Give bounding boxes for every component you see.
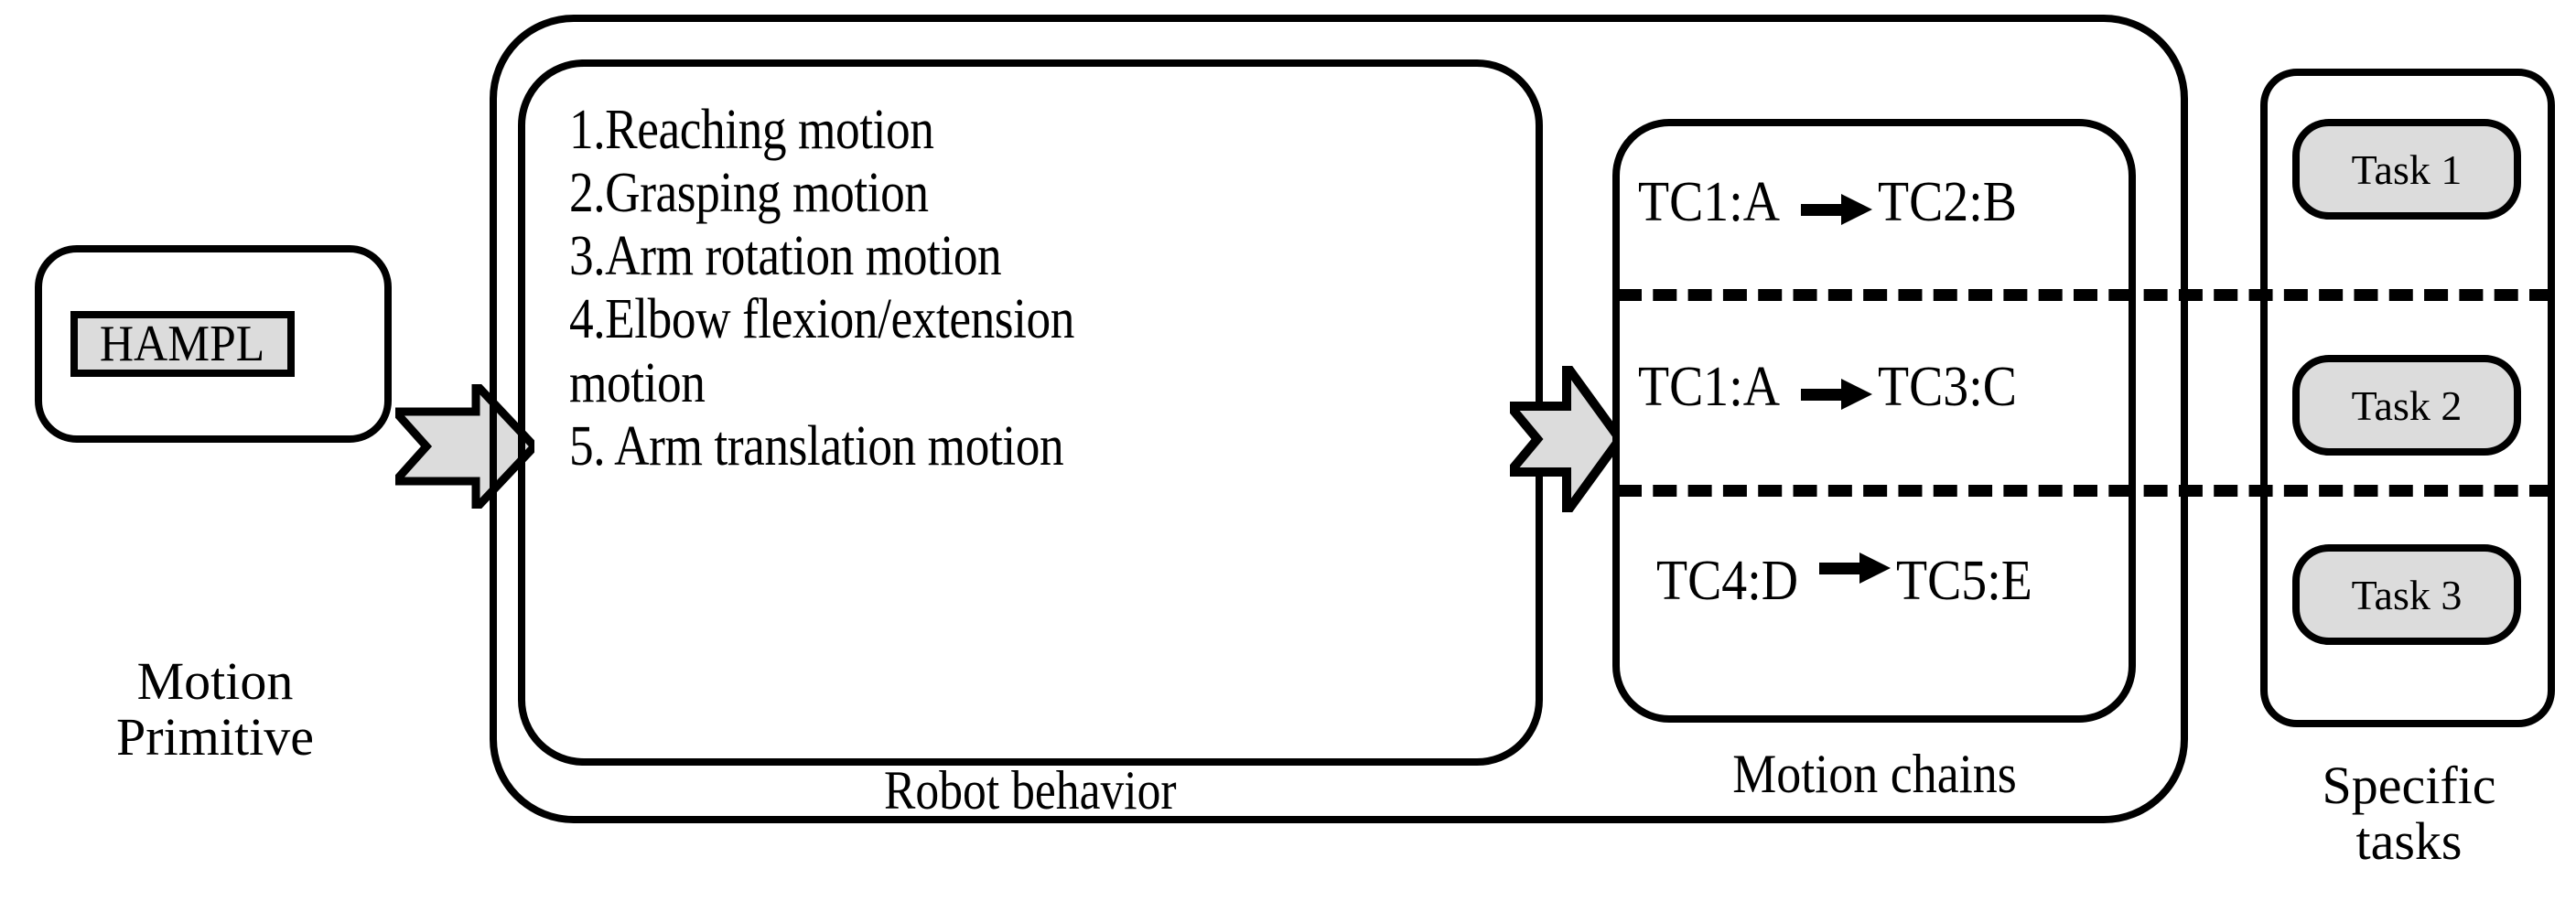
task-chip-1[interactable]: Task 1: [2292, 119, 2521, 220]
motion-primitive-box: [35, 245, 392, 443]
task-chip-label: Task 2: [2351, 381, 2463, 429]
dashed-separator-1: [1618, 289, 2553, 301]
robot-behavior-outer-box: [490, 15, 2188, 823]
robot-behavior-caption-text: Robot behavior: [884, 760, 1177, 821]
specific-tasks-caption-line2: tasks: [2355, 811, 2463, 872]
motion-primitive-caption: Motion Primitive: [0, 653, 430, 766]
list-item: motion: [569, 351, 706, 414]
list-item: 4.Elbow flexion/extension: [569, 288, 1074, 351]
list-item: 2.Grasping motion: [569, 162, 929, 225]
motion-primitive-caption-line2: Primitive: [116, 707, 314, 767]
motion-chain-from: TC1:A: [1638, 171, 1781, 233]
robot-behavior-list: 1.Reaching motion 2.Grasping motion 3.Ar…: [569, 99, 1539, 478]
list-item: 3.Arm rotation motion: [569, 225, 1002, 288]
hampl-chip-label: HAMPL: [100, 316, 265, 372]
list-item: 5. Arm translation motion: [569, 414, 1064, 477]
motion-chains-box: [1612, 119, 2136, 723]
motion-chain-row: TC1:A TC3:C: [1638, 355, 2150, 420]
task-chip-2[interactable]: Task 2: [2292, 355, 2521, 456]
motion-chain-row: TC4:D TC5:E: [1656, 549, 2169, 614]
motion-chain-row: TC1:A TC2:B: [1638, 170, 2150, 235]
arrow-right-icon: [1801, 193, 1873, 225]
task-chip-label: Task 3: [2351, 571, 2463, 618]
motion-chains-caption: Motion chains: [1612, 743, 2136, 806]
list-item: 1.Reaching motion: [569, 99, 934, 161]
block-arrow-right-icon-1: [395, 384, 534, 509]
motion-primitive-caption-line1: Motion: [136, 651, 294, 711]
robot-behavior-caption: Robot behavior: [518, 759, 1543, 822]
task-chip-label: Task 1: [2351, 145, 2463, 193]
motion-chains-caption-text: Motion chains: [1731, 744, 2017, 804]
specific-tasks-box: [2260, 69, 2555, 727]
motion-chain-from: TC4:D: [1656, 550, 1799, 612]
block-arrow-right-icon-2: [1510, 366, 1620, 512]
specific-tasks-caption-line1: Specific: [2322, 756, 2496, 815]
motion-chain-to: TC5:E: [1896, 550, 2033, 612]
motion-chain-to: TC2:B: [1878, 171, 2018, 233]
specific-tasks-caption: Specific tasks: [2242, 757, 2576, 870]
hampl-chip[interactable]: HAMPL: [70, 311, 295, 377]
arrow-right-icon: [1801, 378, 1873, 410]
task-chip-3[interactable]: Task 3: [2292, 544, 2521, 645]
dashed-separator-2: [1618, 485, 2553, 497]
motion-chain-from: TC1:A: [1638, 356, 1781, 418]
motion-chain-to: TC3:C: [1878, 356, 2018, 418]
arrow-right-icon: [1819, 552, 1892, 584]
